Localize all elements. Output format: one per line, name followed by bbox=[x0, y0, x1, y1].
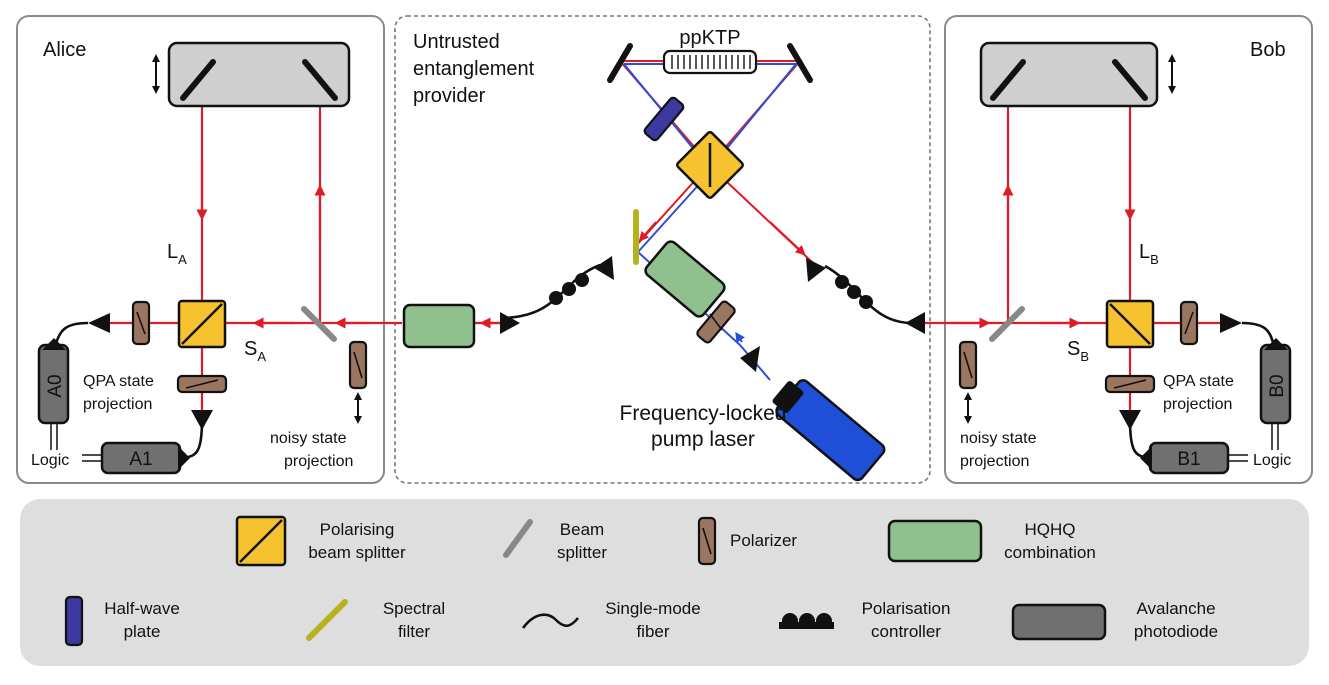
ppktp-label: ppKTP bbox=[679, 27, 740, 49]
legend-hqhq-icon bbox=[887, 519, 983, 563]
provider-hqhq-pump bbox=[644, 240, 726, 318]
alice-noisy-polarizer bbox=[348, 340, 368, 390]
alice-qpa-label-2: projection bbox=[83, 396, 152, 413]
legend-apd-label-2: photodiode bbox=[1134, 622, 1218, 641]
sagnac-mirror-right bbox=[787, 43, 813, 83]
bob-qpa-label-1: QPA state bbox=[1163, 373, 1234, 390]
legend-polarizer-label: Polarizer bbox=[730, 531, 797, 550]
alice-polarizer-bottom bbox=[176, 374, 228, 394]
legend-bs-label-1: Beam bbox=[560, 520, 604, 539]
laser-label-2: pump laser bbox=[651, 428, 755, 451]
bob-polarizer-bottom bbox=[1104, 374, 1156, 394]
legend-hqhq-label-2: combination bbox=[1004, 543, 1096, 562]
alice-delay-mirror-box bbox=[167, 41, 351, 108]
legend-fiber-label-2: fiber bbox=[636, 622, 669, 641]
bob-noisy-polarizer bbox=[958, 340, 978, 390]
label-LB: LB bbox=[1139, 241, 1159, 267]
legend-polarizer-icon bbox=[697, 516, 717, 566]
ppktp-crystal bbox=[662, 49, 758, 75]
provider-pol-controller-right bbox=[835, 275, 873, 309]
bob-coupler-bottom bbox=[1119, 410, 1141, 430]
laser-label-1: Frequency-locked bbox=[620, 402, 787, 425]
svg-text:B0: B0 bbox=[1267, 374, 1288, 397]
alice-coupler-bottom bbox=[191, 410, 213, 430]
provider-hqhq bbox=[402, 303, 476, 349]
label-SA: SA bbox=[244, 338, 266, 364]
legend-pol-controller-icon bbox=[779, 613, 834, 629]
alice-polarizer-left bbox=[131, 300, 151, 346]
alice-title: Alice bbox=[43, 39, 86, 61]
legend-hwp-label-2: plate bbox=[124, 622, 161, 641]
laser-coupler bbox=[740, 346, 760, 372]
legend-fiber-label-1: Single-mode bbox=[605, 599, 700, 618]
provider-title-2: entanglement bbox=[413, 58, 535, 80]
detector-b1: B1 bbox=[1140, 441, 1230, 475]
bob-pbs bbox=[1105, 299, 1155, 349]
legend-fiber-icon bbox=[521, 613, 580, 629]
legend-hqhq-label-1: HQHQ bbox=[1025, 520, 1076, 539]
alice-coupler-left bbox=[88, 313, 110, 333]
bob-beam-splitter bbox=[989, 306, 1025, 342]
legend-pbs-label-2: beam splitter bbox=[308, 543, 406, 562]
sagnac-mirror-left bbox=[607, 43, 633, 83]
legend-bs-label-2: splitter bbox=[557, 543, 607, 562]
detector-a0: A0 bbox=[37, 338, 70, 425]
provider-pol-controller-left bbox=[549, 273, 589, 305]
alice-noisy-label-2: projection bbox=[284, 453, 353, 470]
sagnac-hwp bbox=[643, 96, 685, 142]
legend-filter-label-2: filter bbox=[398, 622, 430, 641]
detector-a1: A1 bbox=[100, 441, 190, 475]
provider-coupler-left bbox=[500, 312, 520, 334]
bob-coupler-right bbox=[1220, 313, 1242, 333]
bob-title: Bob bbox=[1250, 39, 1286, 61]
bob-qpa-label-2: projection bbox=[1163, 396, 1232, 413]
provider-title-3: provider bbox=[413, 85, 486, 107]
alice-noisy-label-1: noisy state bbox=[270, 430, 347, 447]
label-LA: LA bbox=[167, 241, 187, 267]
legend-pbs-icon bbox=[235, 515, 287, 567]
provider-coupler-sagnac-left bbox=[594, 256, 614, 280]
legend-pc-label-1: Polarisation bbox=[862, 599, 951, 618]
alice-pbs bbox=[177, 299, 227, 349]
legend-apd-label-1: Avalanche bbox=[1136, 599, 1215, 618]
legend-hwp-label-1: Half-wave bbox=[104, 599, 180, 618]
legend-filter-icon bbox=[306, 599, 348, 641]
legend-filter-label-1: Spectral bbox=[383, 599, 445, 618]
legend-panel bbox=[20, 499, 1309, 666]
alice-qpa-label-1: QPA state bbox=[83, 373, 154, 390]
provider-coupler-sagnac-right bbox=[806, 258, 826, 282]
bob-polarizer-right bbox=[1179, 300, 1199, 346]
bob-panel bbox=[944, 15, 1313, 484]
legend-hwp-icon bbox=[64, 595, 84, 647]
legend-bs-icon bbox=[503, 519, 533, 558]
detector-b0: B0 bbox=[1259, 338, 1292, 425]
svg-text:B1: B1 bbox=[1177, 449, 1200, 470]
alice-beam-splitter bbox=[301, 306, 337, 342]
legend-apd-icon bbox=[1011, 603, 1107, 641]
label-SB: SB bbox=[1067, 338, 1089, 364]
svg-text:A0: A0 bbox=[45, 374, 66, 397]
alice-logic-label: Logic bbox=[31, 452, 69, 469]
bob-delay-mirror-box bbox=[979, 41, 1159, 108]
bob-noisy-label-2: projection bbox=[960, 453, 1029, 470]
alice-panel bbox=[16, 15, 385, 484]
legend-pbs-label-1: Polarising bbox=[320, 520, 395, 539]
provider-coupler-right bbox=[905, 312, 925, 334]
bob-logic-label: Logic bbox=[1253, 452, 1291, 469]
bob-noisy-label-1: noisy state bbox=[960, 430, 1037, 447]
provider-title-1: Untrusted bbox=[413, 31, 500, 53]
svg-text:A1: A1 bbox=[129, 449, 152, 470]
sagnac-pbs bbox=[676, 131, 744, 199]
legend-pc-label-2: controller bbox=[871, 622, 941, 641]
